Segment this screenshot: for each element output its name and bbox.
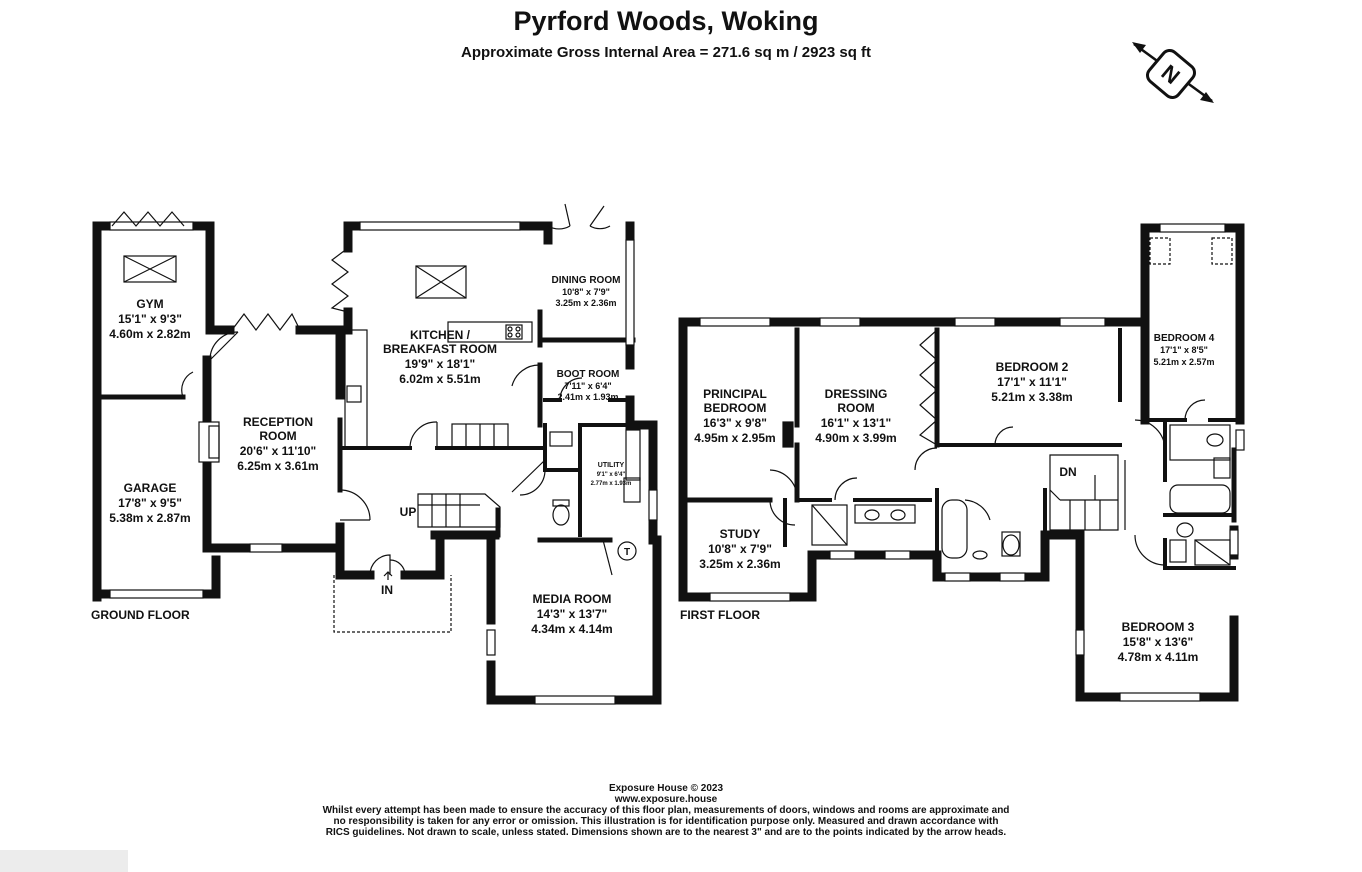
dining-imperial: 10'8" x 7'9" xyxy=(562,287,610,297)
entrance-label: IN xyxy=(381,583,393,597)
gym-name: GYM xyxy=(136,297,163,311)
bedroom2-imperial: 17'1" x 11'1" xyxy=(997,375,1067,389)
dining-metric: 3.25m x 2.36m xyxy=(555,298,616,308)
principal-metric: 4.95m x 2.95m xyxy=(694,431,775,445)
study-metric: 3.25m x 2.36m xyxy=(699,557,780,571)
kitchen-imperial: 19'9" x 18'1" xyxy=(405,357,475,371)
study-name: STUDY xyxy=(720,527,761,541)
gym-metric: 4.60m x 2.82m xyxy=(109,327,190,341)
boot-metric: 2.41m x 1.93m xyxy=(557,392,618,402)
footer-copyright: Exposure House © 2023 xyxy=(608,783,724,794)
principal-imperial: 16'3" x 9'8" xyxy=(703,416,767,430)
footer-disclaimer: Exposure House © 2023 www.exposure.house… xyxy=(0,783,1332,838)
dressing-name-1: DRESSING xyxy=(825,387,888,401)
stairs-down-label: DN xyxy=(1059,465,1076,479)
reception-metric: 6.25m x 3.61m xyxy=(237,459,318,473)
principal-name-1: PRINCIPAL xyxy=(703,387,767,401)
dressing-metric: 4.90m x 3.99m xyxy=(815,431,896,445)
bedroom2-name: BEDROOM 2 xyxy=(996,360,1069,374)
bedroom3-name: BEDROOM 3 xyxy=(1122,620,1195,634)
reception-name-1: RECEPTION xyxy=(243,415,313,429)
dining-name: DINING ROOM xyxy=(552,275,621,286)
garage-metric: 5.38m x 2.87m xyxy=(109,511,190,525)
reception-imperial: 20'6" x 11'10" xyxy=(240,444,316,458)
bedroom4-imperial: 17'1" x 8'5" xyxy=(1160,345,1208,355)
boot-imperial: 7'11" x 6'4" xyxy=(564,381,611,391)
bedroom4-name: BEDROOM 4 xyxy=(1154,333,1215,344)
footer-text-1: Whilst every attempt has been made to en… xyxy=(322,805,1010,816)
kitchen-metric: 6.02m x 5.51m xyxy=(399,372,480,386)
footer-website: www.exposure.house xyxy=(614,794,718,805)
dressing-name-2: ROOM xyxy=(837,401,874,415)
bedroom3-imperial: 15'8" x 13'6" xyxy=(1123,635,1193,649)
bedroom2-metric: 5.21m x 3.38m xyxy=(991,390,1072,404)
footer-text-2: no responsibility is taken for any error… xyxy=(333,816,999,827)
kitchen-name-2: BREAKFAST ROOM xyxy=(383,342,497,356)
ground-floor-walls xyxy=(92,221,662,705)
tank-label: T xyxy=(624,547,630,558)
dressing-imperial: 16'1" x 13'1" xyxy=(821,416,891,430)
study-imperial: 10'8" x 7'9" xyxy=(708,542,772,556)
bedroom3-metric: 4.78m x 4.11m xyxy=(1118,650,1199,664)
floor-labels: GROUND FLOOR FIRST FLOOR xyxy=(91,608,760,622)
room-labels: GYM 15'1" x 9'3" 4.60m x 2.82m GARAGE 17… xyxy=(109,275,1214,664)
garage-imperial: 17'8" x 9'5" xyxy=(118,496,182,510)
reception-name-2: ROOM xyxy=(259,429,296,443)
stairs-up-label: UP xyxy=(400,505,417,519)
ground-floor-fittings xyxy=(109,203,658,705)
media-metric: 4.34m x 4.14m xyxy=(531,622,612,636)
first-floor-walls xyxy=(678,223,1245,702)
page-title: Pyrford Woods, Woking xyxy=(513,6,819,36)
media-name: MEDIA ROOM xyxy=(533,592,612,606)
area-subtitle: Approximate Gross Internal Area = 271.6 … xyxy=(460,44,872,61)
kitchen-name-1: KITCHEN / xyxy=(410,328,471,342)
bedroom4-metric: 5.21m x 2.57m xyxy=(1153,357,1214,367)
north-arrow-icon: N xyxy=(1132,42,1214,103)
principal-name-2: BEDROOM xyxy=(704,401,767,415)
corner-tab xyxy=(0,850,128,872)
gym-imperial: 15'1" x 9'3" xyxy=(118,312,182,326)
footer-text-3: RICS guidelines. Not drawn to scale, unl… xyxy=(325,827,1007,838)
utility-name: UTILITY xyxy=(598,462,625,469)
utility-imperial: 9'1" x 6'4" xyxy=(597,472,626,478)
utility-metric: 2.77m x 1.93m xyxy=(591,481,632,487)
first-floor-fittings xyxy=(699,223,1245,702)
ground-floor-label: GROUND FLOOR xyxy=(91,608,190,622)
first-floor-label: FIRST FLOOR xyxy=(680,608,760,622)
garage-name: GARAGE xyxy=(124,481,177,495)
media-imperial: 14'3" x 13'7" xyxy=(537,607,607,621)
boot-name: BOOT ROOM xyxy=(557,369,620,380)
